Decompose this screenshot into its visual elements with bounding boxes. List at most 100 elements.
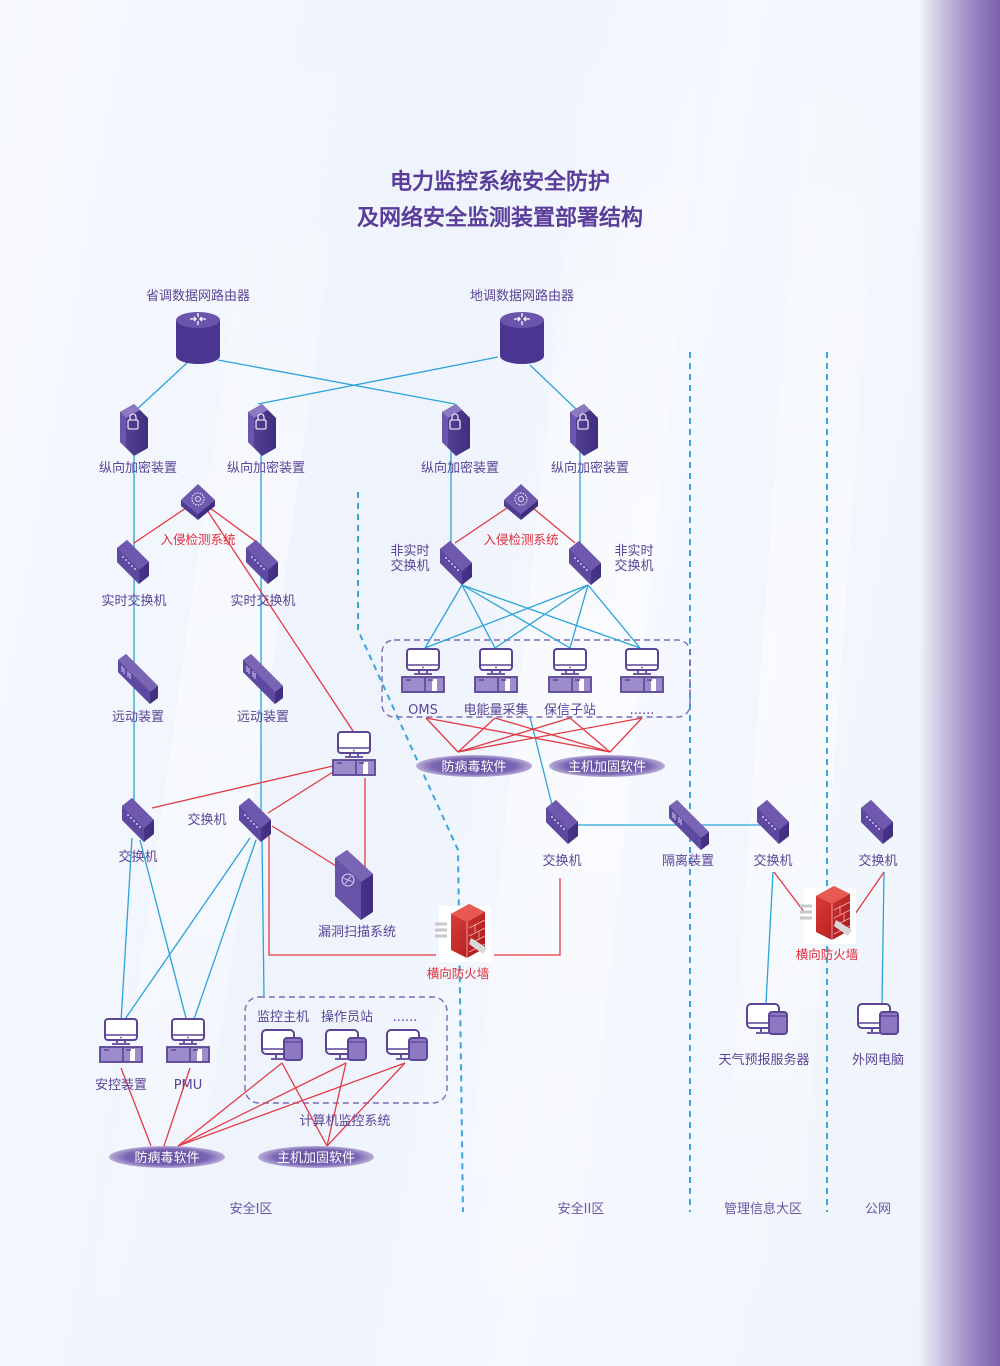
zone-divider-i-ii (357, 492, 464, 1213)
scada-more[interactable]: ...... (386, 1010, 428, 1061)
red-links (120, 507, 885, 1147)
zone-label-security-i: 安全I区 (230, 1201, 273, 1217)
zone1-hardening-pill[interactable]: 主机加固软件 (258, 1146, 374, 1168)
switch-icon (117, 540, 149, 584)
zone2-switch[interactable]: 交换机 (542, 800, 582, 869)
server-energy-metering[interactable]: 电能量采集 (463, 648, 529, 718)
switch-icon (861, 800, 893, 844)
ids-zone2[interactable]: 入侵检测系统 (483, 483, 559, 547)
desktop-tablet-icon (325, 1029, 367, 1061)
rtu-label: 远动装置 (237, 710, 289, 725)
encryptor-2[interactable]: 纵向加密装置 (227, 403, 305, 476)
operator-station[interactable]: 操作员站 (321, 1009, 373, 1061)
ids-zone1[interactable]: 入侵检测系统 (160, 483, 236, 547)
external-pc-label: 外网电脑 (852, 1053, 904, 1068)
monitoring-workstation[interactable] (332, 731, 376, 776)
nonrealtime-switch-1[interactable]: 非实时 交换机 (390, 541, 472, 585)
router-provincial-label: 省调数据网路由器 (146, 288, 250, 304)
scada-item-label: 监控主机 (257, 1010, 309, 1025)
encryption-lock-icon (119, 403, 149, 457)
nonrealtime-switch-label: 非实时 (614, 544, 653, 559)
encryptor-1[interactable]: 纵向加密装置 (99, 403, 177, 476)
zone1-switch-1[interactable]: 交换机 (118, 798, 158, 865)
switch-label: 交换机 (542, 853, 581, 869)
endpoint-label: PMU (174, 1078, 203, 1093)
realtime-switch-label: 实时交换机 (230, 593, 295, 609)
switch-icon (122, 798, 154, 842)
desktop-tablet-icon (386, 1029, 428, 1061)
encryptor-3[interactable]: 纵向加密装置 (421, 403, 499, 476)
encryptor-label: 纵向加密装置 (551, 460, 629, 476)
zone2-antivirus-pill[interactable]: 防病毒软件 (416, 755, 532, 777)
switch-icon (569, 541, 601, 585)
scada-host[interactable]: 监控主机 (257, 1010, 309, 1061)
horizontal-firewall-2[interactable]: 横向防火墙 (796, 884, 859, 962)
switch-label: 交换机 (858, 853, 897, 869)
server-protection-substation[interactable]: 保信子站 (544, 648, 596, 718)
router-icon (499, 311, 545, 365)
external-pc[interactable]: 外网电脑 (852, 1003, 904, 1068)
isolation-device[interactable]: 隔离装置 (662, 799, 714, 869)
blue-links (120, 356, 885, 1023)
decorative-side-gradient (918, 0, 1000, 1366)
workstation-icon (166, 1018, 210, 1063)
server-label: ...... (630, 703, 655, 718)
switch-label: 交换机 (753, 853, 792, 869)
title-line-1: 电力监控系统安全防护 (390, 169, 610, 195)
encryptor-label: 纵向加密装置 (421, 460, 499, 476)
encryptor-4[interactable]: 纵向加密装置 (551, 403, 629, 476)
workstation-icon (474, 648, 518, 693)
router-provincial[interactable]: 省调数据网路由器 (146, 288, 250, 365)
server-label: 电能量采集 (463, 702, 528, 718)
isolation-device-label: 隔离装置 (662, 853, 714, 869)
nonrealtime-switch-label: 交换机 (390, 558, 429, 574)
switch-icon (546, 800, 578, 844)
server-label: 保信子站 (544, 703, 596, 718)
nonrealtime-switch-label: 非实时 (390, 544, 429, 559)
desktop-tablet-icon (857, 1003, 899, 1035)
server-more[interactable]: ...... (620, 648, 664, 718)
vulnerability-scanner[interactable]: 漏洞扫描系统 (318, 849, 396, 940)
hardening-label: 主机加固软件 (277, 1151, 355, 1166)
nonrealtime-switch-2[interactable]: 非实时 交换机 (569, 541, 654, 585)
rtu-2[interactable]: 远动装置 (237, 653, 289, 725)
realtime-switch-2[interactable]: 实时交换机 (230, 540, 296, 609)
safety-control-device[interactable]: 安控装置 (95, 1018, 147, 1093)
scada-group-label: 计算机监控系统 (299, 1114, 390, 1129)
antivirus-label: 防病毒软件 (441, 759, 506, 775)
horizontal-firewall-1[interactable]: 横向防火墙 (427, 902, 493, 981)
zone-label-public: 公网 (865, 1202, 891, 1217)
rtu-icon (242, 653, 284, 705)
weather-forecast-server[interactable]: 天气预报服务器 (718, 1003, 810, 1068)
zone1-switch-2[interactable]: 交换机 (187, 798, 271, 842)
rtu-icon (117, 653, 159, 705)
zone-label-security-ii: 安全II区 (558, 1201, 605, 1217)
zone1-antivirus-pill[interactable]: 防病毒软件 (109, 1146, 225, 1168)
rtu-1[interactable]: 远动装置 (112, 653, 164, 725)
encryption-lock-icon (247, 403, 277, 457)
switch-icon (239, 798, 271, 842)
pmu-device[interactable]: PMU (166, 1018, 210, 1093)
router-local[interactable]: 地调数据网路由器 (470, 288, 574, 365)
server-label: OMS (408, 703, 438, 718)
vulnerability-scanner-label: 漏洞扫描系统 (318, 924, 396, 940)
firewall-icon (798, 884, 858, 946)
firewall-icon (433, 902, 493, 964)
switch-icon (757, 800, 789, 844)
switch-label: 交换机 (187, 812, 226, 828)
ids-label: 入侵检测系统 (483, 532, 558, 547)
hardening-label: 主机加固软件 (568, 760, 646, 775)
endpoint-label: 安控装置 (95, 1078, 147, 1093)
firewall-label: 横向防火墙 (796, 947, 859, 962)
public-switch[interactable]: 交换机 (858, 800, 898, 869)
desktop-tablet-icon (746, 1003, 788, 1035)
server-oms[interactable]: OMS (401, 648, 445, 718)
zone2-hardening-pill[interactable]: 主机加固软件 (549, 755, 665, 777)
mgmt-switch[interactable]: 交换机 (753, 800, 793, 869)
workstation-icon (332, 731, 376, 776)
rtu-label: 远动装置 (112, 710, 164, 725)
scada-item-label: 操作员站 (321, 1009, 373, 1025)
encryptor-label: 纵向加密装置 (99, 460, 177, 476)
realtime-switch-1[interactable]: 实时交换机 (101, 540, 167, 609)
